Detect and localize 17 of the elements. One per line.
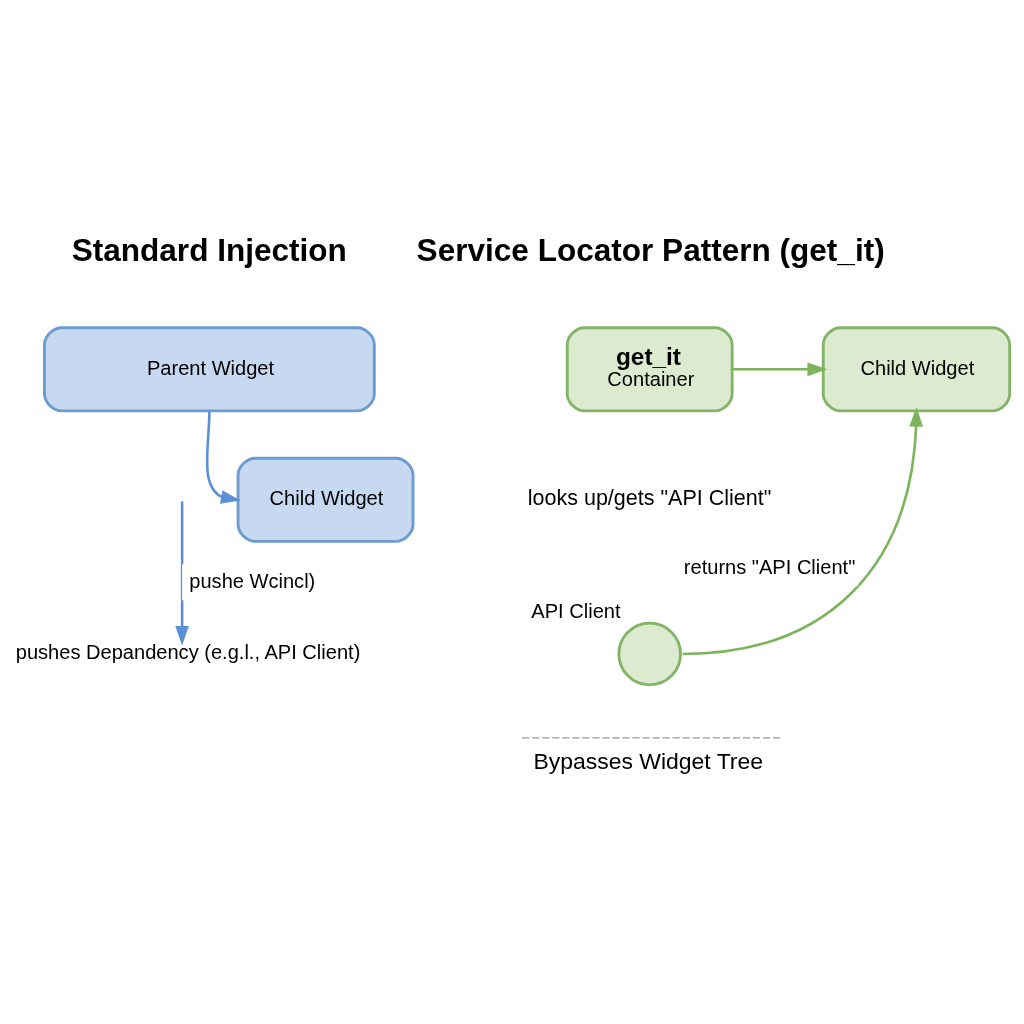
node-box: Parent Widget [43, 326, 376, 413]
node-label: API Client [531, 599, 621, 622]
label: Standard Injection [71, 232, 347, 269]
label: Service Locator Pattern (get_it) [416, 232, 885, 269]
node-text: pushes Depandency (e.g.l., API Client) [15, 641, 361, 664]
arrow [205, 410, 241, 504]
arrow [732, 362, 827, 377]
node-box: Child Widget [236, 456, 415, 543]
edge-label: returns "API Client" [683, 556, 856, 579]
label: Bypasses Widget Tree [533, 748, 763, 775]
node-circle [617, 621, 682, 687]
node-box: get_it Container [565, 326, 734, 413]
edge-label: pushe Wcincl) [189, 570, 316, 593]
arrow [175, 501, 189, 646]
label: looks up/gets "API Client" [527, 485, 772, 510]
arrow [682, 407, 923, 656]
node-box: Child Widget [821, 326, 1012, 413]
